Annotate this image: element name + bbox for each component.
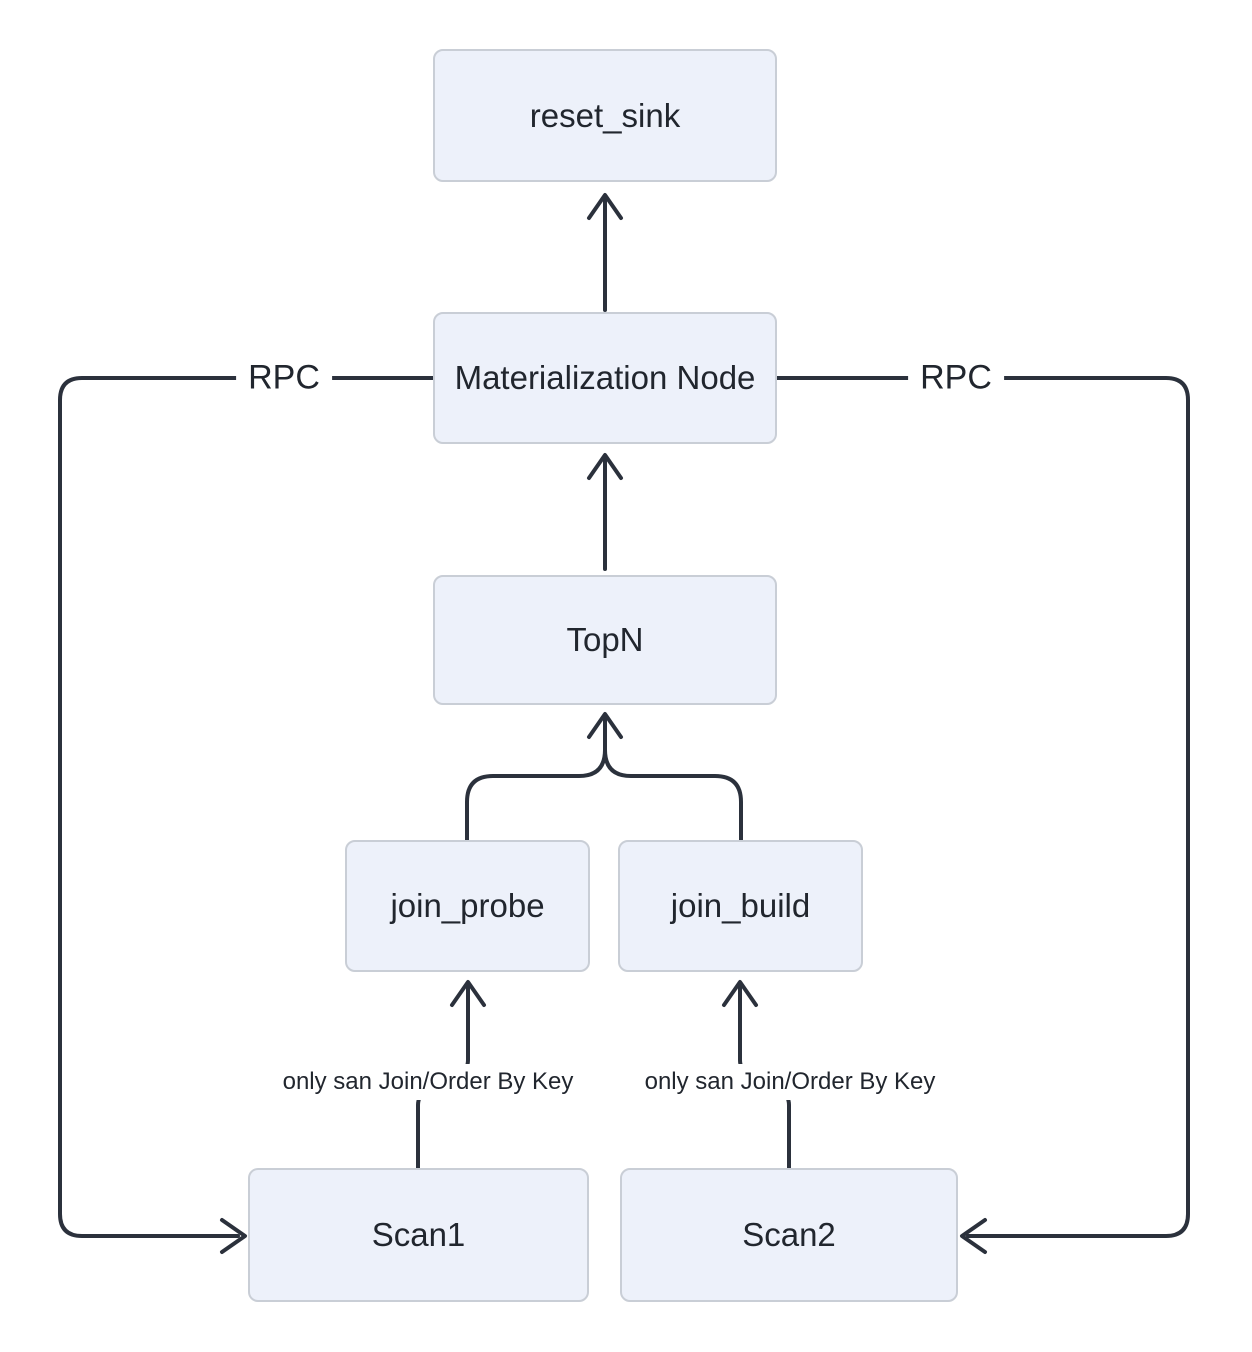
- edge-materialization-to-reset-sink: [587, 193, 623, 312]
- edge-label-scan1-note: only san Join/Order By Key: [272, 1064, 584, 1100]
- edge-label-scan2-note: only san Join/Order By Key: [634, 1064, 946, 1100]
- edge-label-rpc-left: RPC: [236, 356, 332, 400]
- edge-label-rpc-right: RPC: [908, 356, 1004, 400]
- edge-shaft: [58, 376, 435, 1238]
- arrowhead-up-icon: [587, 712, 623, 739]
- node-join-build-label: join_build: [670, 887, 811, 925]
- arrowhead-up-icon: [722, 980, 758, 1007]
- node-reset-sink: reset_sink: [433, 49, 777, 182]
- node-scan2-label: Scan2: [742, 1216, 836, 1254]
- edge-rpc-left-to-scan1: [58, 376, 435, 1254]
- arrowhead-up-icon: [587, 193, 623, 220]
- node-materialization: Materialization Node: [433, 312, 777, 444]
- arrowhead-up-icon: [587, 453, 623, 480]
- edge-join-probe-to-topn: [465, 714, 607, 842]
- edge-rpc-right-to-scan2: [775, 376, 1190, 1254]
- arrowhead-right-icon: [220, 1218, 247, 1254]
- arrowhead-up-icon: [450, 980, 486, 1007]
- edge-shaft: [775, 376, 1190, 1238]
- node-scan1: Scan1: [248, 1168, 589, 1302]
- node-topn: TopN: [433, 575, 777, 705]
- node-reset-sink-label: reset_sink: [529, 96, 681, 134]
- arrowhead-left-icon: [960, 1218, 987, 1254]
- node-scan2: Scan2: [620, 1168, 958, 1302]
- edge-topn-to-materialization: [587, 453, 623, 571]
- node-scan1-label: Scan1: [371, 1216, 466, 1254]
- node-join-build: join_build: [618, 840, 863, 972]
- edge-join-build-to-topn: [587, 712, 743, 842]
- node-join-probe: join_probe: [345, 840, 590, 972]
- edge-shaft: [465, 714, 607, 842]
- node-join-probe-label: join_probe: [390, 887, 545, 925]
- node-topn-label: TopN: [566, 621, 644, 659]
- node-materialization-label: Materialization Node: [454, 359, 756, 397]
- edge-shaft: [603, 714, 743, 842]
